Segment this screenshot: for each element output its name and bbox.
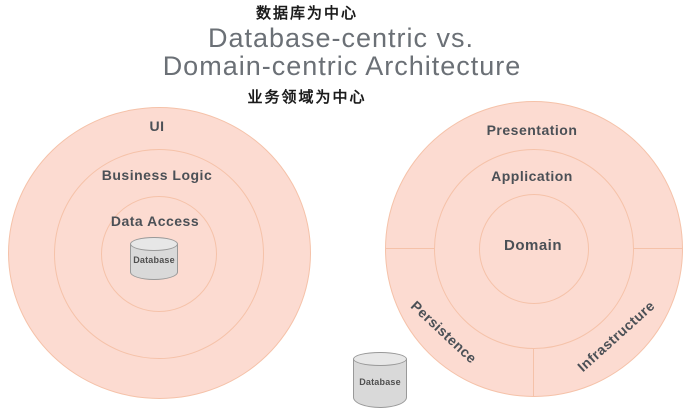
segment-divider-left xyxy=(386,248,435,249)
ring-label-ui: UI xyxy=(149,118,165,134)
database-label: Database xyxy=(133,255,175,266)
inner-ring-circle-domain xyxy=(479,194,589,304)
segment-divider-right xyxy=(633,248,683,249)
database-cylinder-icon: Database xyxy=(130,237,178,280)
domain-centric-caption-zh: 业务领域为中心 xyxy=(247,89,367,106)
ring-label-data-access: Data Access xyxy=(110,213,200,229)
diagram-title-line1: Database-centric vs. xyxy=(207,23,475,53)
database-cylinder-body xyxy=(353,359,407,408)
database-centric-caption-zh: 数据库为中心 xyxy=(255,5,359,22)
database-label: Database xyxy=(359,377,401,388)
database-cylinder-top xyxy=(353,352,407,366)
external-database-cylinder-icon: Database xyxy=(353,352,407,408)
database-cylinder-top xyxy=(130,237,178,251)
ring-label-application: Application xyxy=(491,168,573,184)
ring-label-presentation: Presentation xyxy=(486,122,578,138)
ring-label-business-logic: Business Logic xyxy=(101,167,213,183)
diagram-title-line2: Domain-centric Architecture xyxy=(162,51,522,81)
segment-divider-bottom xyxy=(533,349,534,397)
ring-label-domain: Domain xyxy=(503,237,563,254)
